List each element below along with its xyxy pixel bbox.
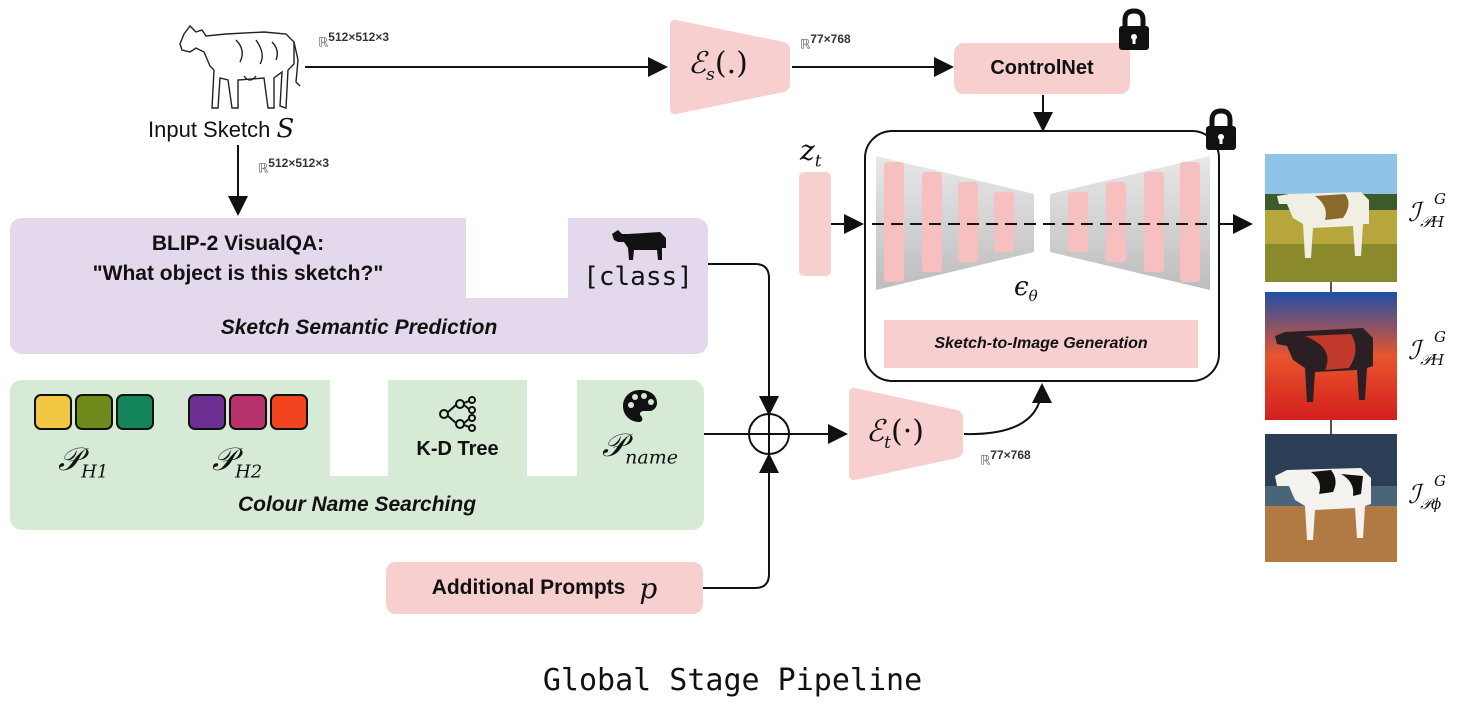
blip-question-box: BLIP-2 VisualQA: "What object is this sk… — [10, 218, 466, 300]
diagram-title: Global Stage Pipeline — [542, 662, 923, 698]
output-image-3 — [1265, 434, 1397, 562]
kdtree-box: K-D Tree — [388, 380, 527, 476]
additional-prompts-box: Additional Prompts p — [386, 562, 703, 614]
colour-notch-1 — [330, 380, 388, 476]
colour-notch-2 — [527, 380, 577, 476]
lock-icon — [1119, 8, 1149, 50]
input-sketch-label: Input Sketch S — [148, 114, 295, 144]
swatch-h1-1 — [34, 394, 72, 430]
lock-icon — [1206, 108, 1236, 150]
latent-label: zt — [800, 134, 822, 172]
pname-label: 𝒫name — [602, 425, 678, 469]
dim-encoder-s-out: ℝ77×768 — [800, 32, 851, 52]
unet-shape — [872, 156, 1214, 290]
blip-question: "What object is this sketch?" — [92, 262, 384, 285]
colour-caption: Colour Name Searching — [237, 493, 477, 516]
sketch-symbol: S — [276, 114, 295, 144]
controlnet-label: ControlNet — [990, 57, 1094, 79]
cow-icon — [612, 230, 666, 260]
blip-title: BLIP-2 VisualQA: — [151, 231, 325, 255]
text-encoder-shape — [849, 387, 963, 481]
swatch-h2-1 — [188, 394, 226, 430]
additional-prompts-label: Additional Prompts — [431, 576, 626, 599]
kdtree-label: K-D Tree — [416, 437, 499, 460]
dim-sketch-to-encoder: ℝ512×512×3 — [318, 30, 390, 50]
dim-encoder-t-out: ℝ77×768 — [980, 448, 1031, 468]
sketch-encoder-label: ℰs(.) — [688, 46, 748, 85]
swatch-h2-3 — [270, 394, 308, 430]
text-encoder-label: ℰt(·) — [866, 414, 924, 453]
controlnet-box: ControlNet — [954, 43, 1130, 94]
swatch-h1-3 — [116, 394, 154, 430]
swatch-h1-2 — [75, 394, 113, 430]
output-image-2 — [1265, 292, 1397, 420]
unet-caption: Sketch-to-Image Generation — [934, 335, 1148, 352]
output-separator — [1330, 282, 1332, 292]
blip-notch — [466, 218, 568, 298]
additional-prompts-symbol: p — [639, 571, 658, 605]
sketch-encoder-shape — [670, 19, 790, 115]
dim-sketch-to-blip: ℝ512×512×3 — [258, 156, 330, 176]
swatch-h2-2 — [229, 394, 267, 430]
palette-h2-label: 𝒫H2 — [212, 440, 263, 483]
palette-icon — [623, 389, 657, 422]
sum-operator — [748, 413, 790, 455]
pname-box: 𝒫name — [577, 380, 703, 476]
output-separator — [1330, 420, 1332, 434]
class-token-box: [class] — [568, 218, 708, 300]
blip-caption: Sketch Semantic Prediction — [220, 316, 498, 339]
tree-icon — [438, 395, 476, 432]
unet-caption-box: Sketch-to-Image Generation — [884, 320, 1198, 368]
input-sketch-image — [179, 24, 301, 109]
class-token-text: [class] — [583, 262, 693, 292]
output-image-1 — [1265, 154, 1397, 282]
palette-h1-label: 𝒫H1 — [58, 440, 109, 483]
unet-epsilon-label: ϵθ — [1014, 272, 1038, 306]
latent-bar — [799, 172, 831, 276]
